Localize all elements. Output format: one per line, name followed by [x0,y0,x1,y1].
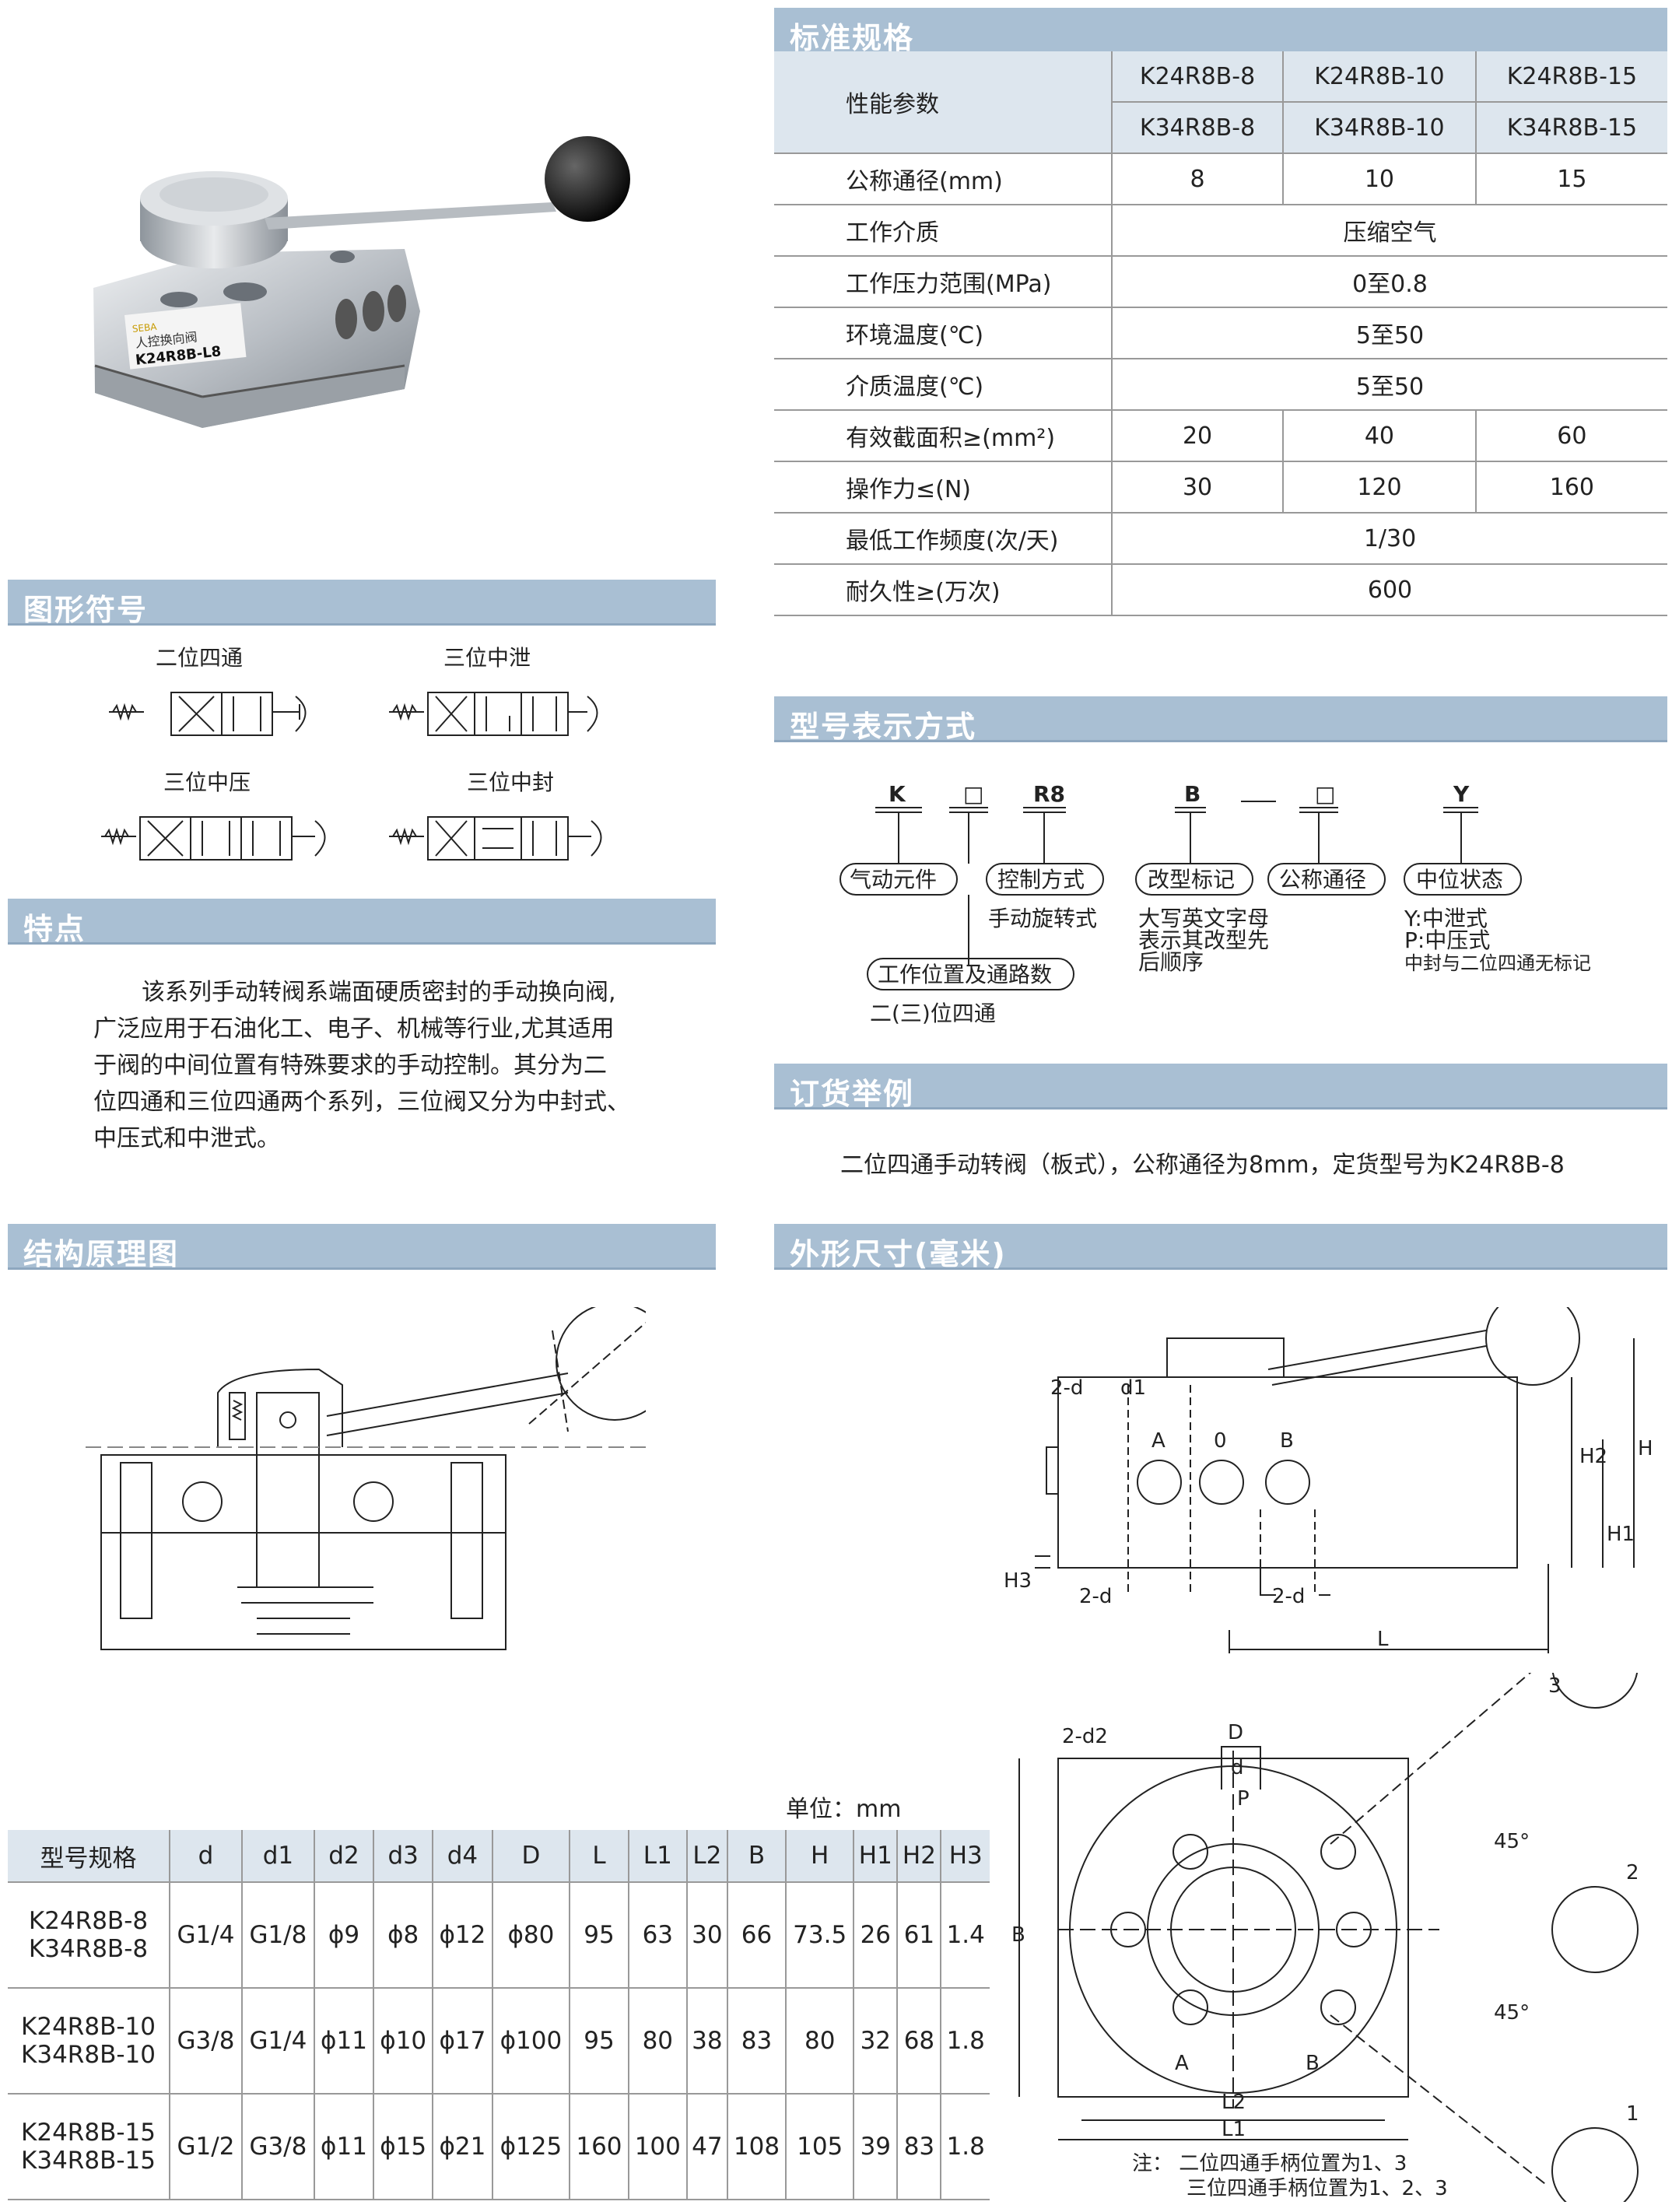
svg-text:H2: H2 [1579,1445,1607,1468]
section-symbols-header: 图形符号 [8,580,716,627]
svg-text:B: B [1280,1429,1294,1453]
order-example: 二位四通手动转阀（板式），公称通径为8mm，定货型号为K24R8B-8 [840,1152,1565,1179]
product-photo: SEBA 人控换向阀 K24R8B-L8 [93,136,630,428]
table-row: 介质温度(℃)5至50 [774,359,1667,411]
svg-text:L2: L2 [1222,2091,1246,2114]
svg-text:3: 3 [1548,1674,1562,1698]
svg-text:2-d: 2-d [1272,1585,1305,1608]
svg-text:H1: H1 [1607,1523,1635,1546]
position-note: 二(三)位四通 [870,1001,996,1026]
section-features-header: 特点 [8,899,716,946]
unit-label: 单位：mm [786,1796,902,1823]
svg-text:A: A [1175,2052,1189,2075]
code-k: K [889,781,906,807]
svg-text:d: d [1231,1756,1244,1779]
section-order-header: 订货举例 [774,1064,1667,1111]
model-cell: K24R8B-8 [1110,51,1284,103]
model-cell: K34R8B-8 [1110,102,1284,154]
model-cell: K34R8B-15 [1474,102,1667,154]
label-control: 控制方式 [997,867,1085,892]
svg-text:2-d: 2-d [1050,1376,1083,1400]
symbol-label: 三位中泄 [443,645,531,671]
param-header: 性能参数 [774,51,1112,154]
valve-symbols: 二位四通 三位中泄 三位中压 三位中封 [101,645,602,861]
svg-text:0: 0 [1214,1429,1227,1453]
code-r8: R8 [1033,781,1065,807]
svg-text:A: A [1151,1429,1165,1453]
svg-text:H3: H3 [1004,1569,1032,1593]
svg-text:后顺序: 后顺序 [1138,949,1204,975]
code-box: □ [1315,781,1335,807]
model-code-diagram: K □ R8 B □ Y 气动元件 控制方式 改型标记 公称通径 中位状态 手动… [839,781,1591,1026]
symbol-2pos-4way [109,692,307,736]
structure-drawing [86,1307,646,1650]
control-note: 手动旋转式 [988,906,1097,931]
symbol-3pos-exhaust [389,692,598,736]
label-middle-state: 中位状态 [1416,867,1503,892]
svg-text:45°: 45° [1494,1830,1530,1853]
svg-text:2: 2 [1626,1861,1639,1884]
code-box: □ [963,781,983,807]
svg-text:中封与二位四通无标记: 中封与二位四通无标记 [1404,952,1591,974]
table-row: 工作压力范围(MPa)0至0.8 [774,256,1667,308]
label-pneumatic: 气动元件 [850,867,937,892]
svg-text:1: 1 [1626,2102,1639,2126]
model-cell: K34R8B-10 [1282,102,1476,154]
code-y: Y [1453,781,1470,807]
svg-text:B: B [1306,2052,1320,2075]
spec-table: 性能参数 K24R8B-8 K24R8B-10 K24R8B-15 K34R8B… [774,51,1667,616]
svg-text:B: B [1011,1923,1025,1947]
symbol-label: 三位中压 [163,769,251,795]
section-structure-header: 结构原理图 [8,1224,716,1271]
svg-text:D: D [1228,1721,1243,1744]
table-row: 环境温度(℃)5至50 [774,307,1667,359]
symbol-label: 三位中封 [467,769,554,795]
svg-text:d1: d1 [1120,1376,1146,1400]
model-cell: K24R8B-15 [1474,51,1667,103]
label-brand: SEBA [131,321,158,335]
svg-text:Y:中泄式: Y:中泄式 [1404,906,1488,931]
features-text: 该系列手动转阀系端面硬质密封的手动换向阀, 广泛应用于石油化工、电子、机械等行业… [93,979,630,1152]
svg-text:L: L [1377,1628,1389,1651]
svg-text:2-d: 2-d [1079,1585,1112,1608]
section-dimensions-header: 外形尺寸(毫米) [774,1224,1667,1271]
symbol-3pos-closed [389,816,602,861]
top-view-drawing: D d P 2-d2 B A B L2 L1 45° 45° 1 2 3 [1011,1673,1639,2202]
section-model-header: 型号表示方式 [774,696,1667,744]
model-cell: K24R8B-10 [1282,51,1476,103]
label-position: 工作位置及通路数 [878,962,1052,987]
svg-text:L1: L1 [1222,2118,1246,2141]
svg-text:45°: 45° [1494,2001,1530,2024]
svg-text:H: H [1638,1437,1653,1460]
svg-text:P: P [1237,1787,1250,1811]
svg-text:P:中压式: P:中压式 [1404,927,1490,953]
label-nominal-diameter: 公称通径 [1279,867,1366,892]
svg-text:2-d2: 2-d2 [1062,1725,1108,1748]
svg-text:大写英文字母: 大写英文字母 [1138,906,1269,931]
section-spec-header: 标准规格 [774,8,1667,55]
handle-position-note: 注： 二位四通手柄位置为1、3 三位四通手柄位置为1、2、3 [1132,2152,1448,2200]
label-modification: 改型标记 [1148,867,1235,892]
code-b: B [1184,781,1201,807]
svg-text:表示其改型先: 表示其改型先 [1138,927,1269,953]
table-row: 最低工作频度(次/天)1/30 [774,513,1667,565]
symbol-3pos-pressure [101,816,326,861]
table-row: 工作介质压缩空气 [774,205,1667,257]
side-view-drawing: 2-d d1 A 0 B 2-d 2-d L H2 H1 H H3 [1004,1307,1653,1653]
symbol-label: 二位四通 [156,645,243,671]
table-row: 耐久性≥(万次)600 [774,564,1667,616]
